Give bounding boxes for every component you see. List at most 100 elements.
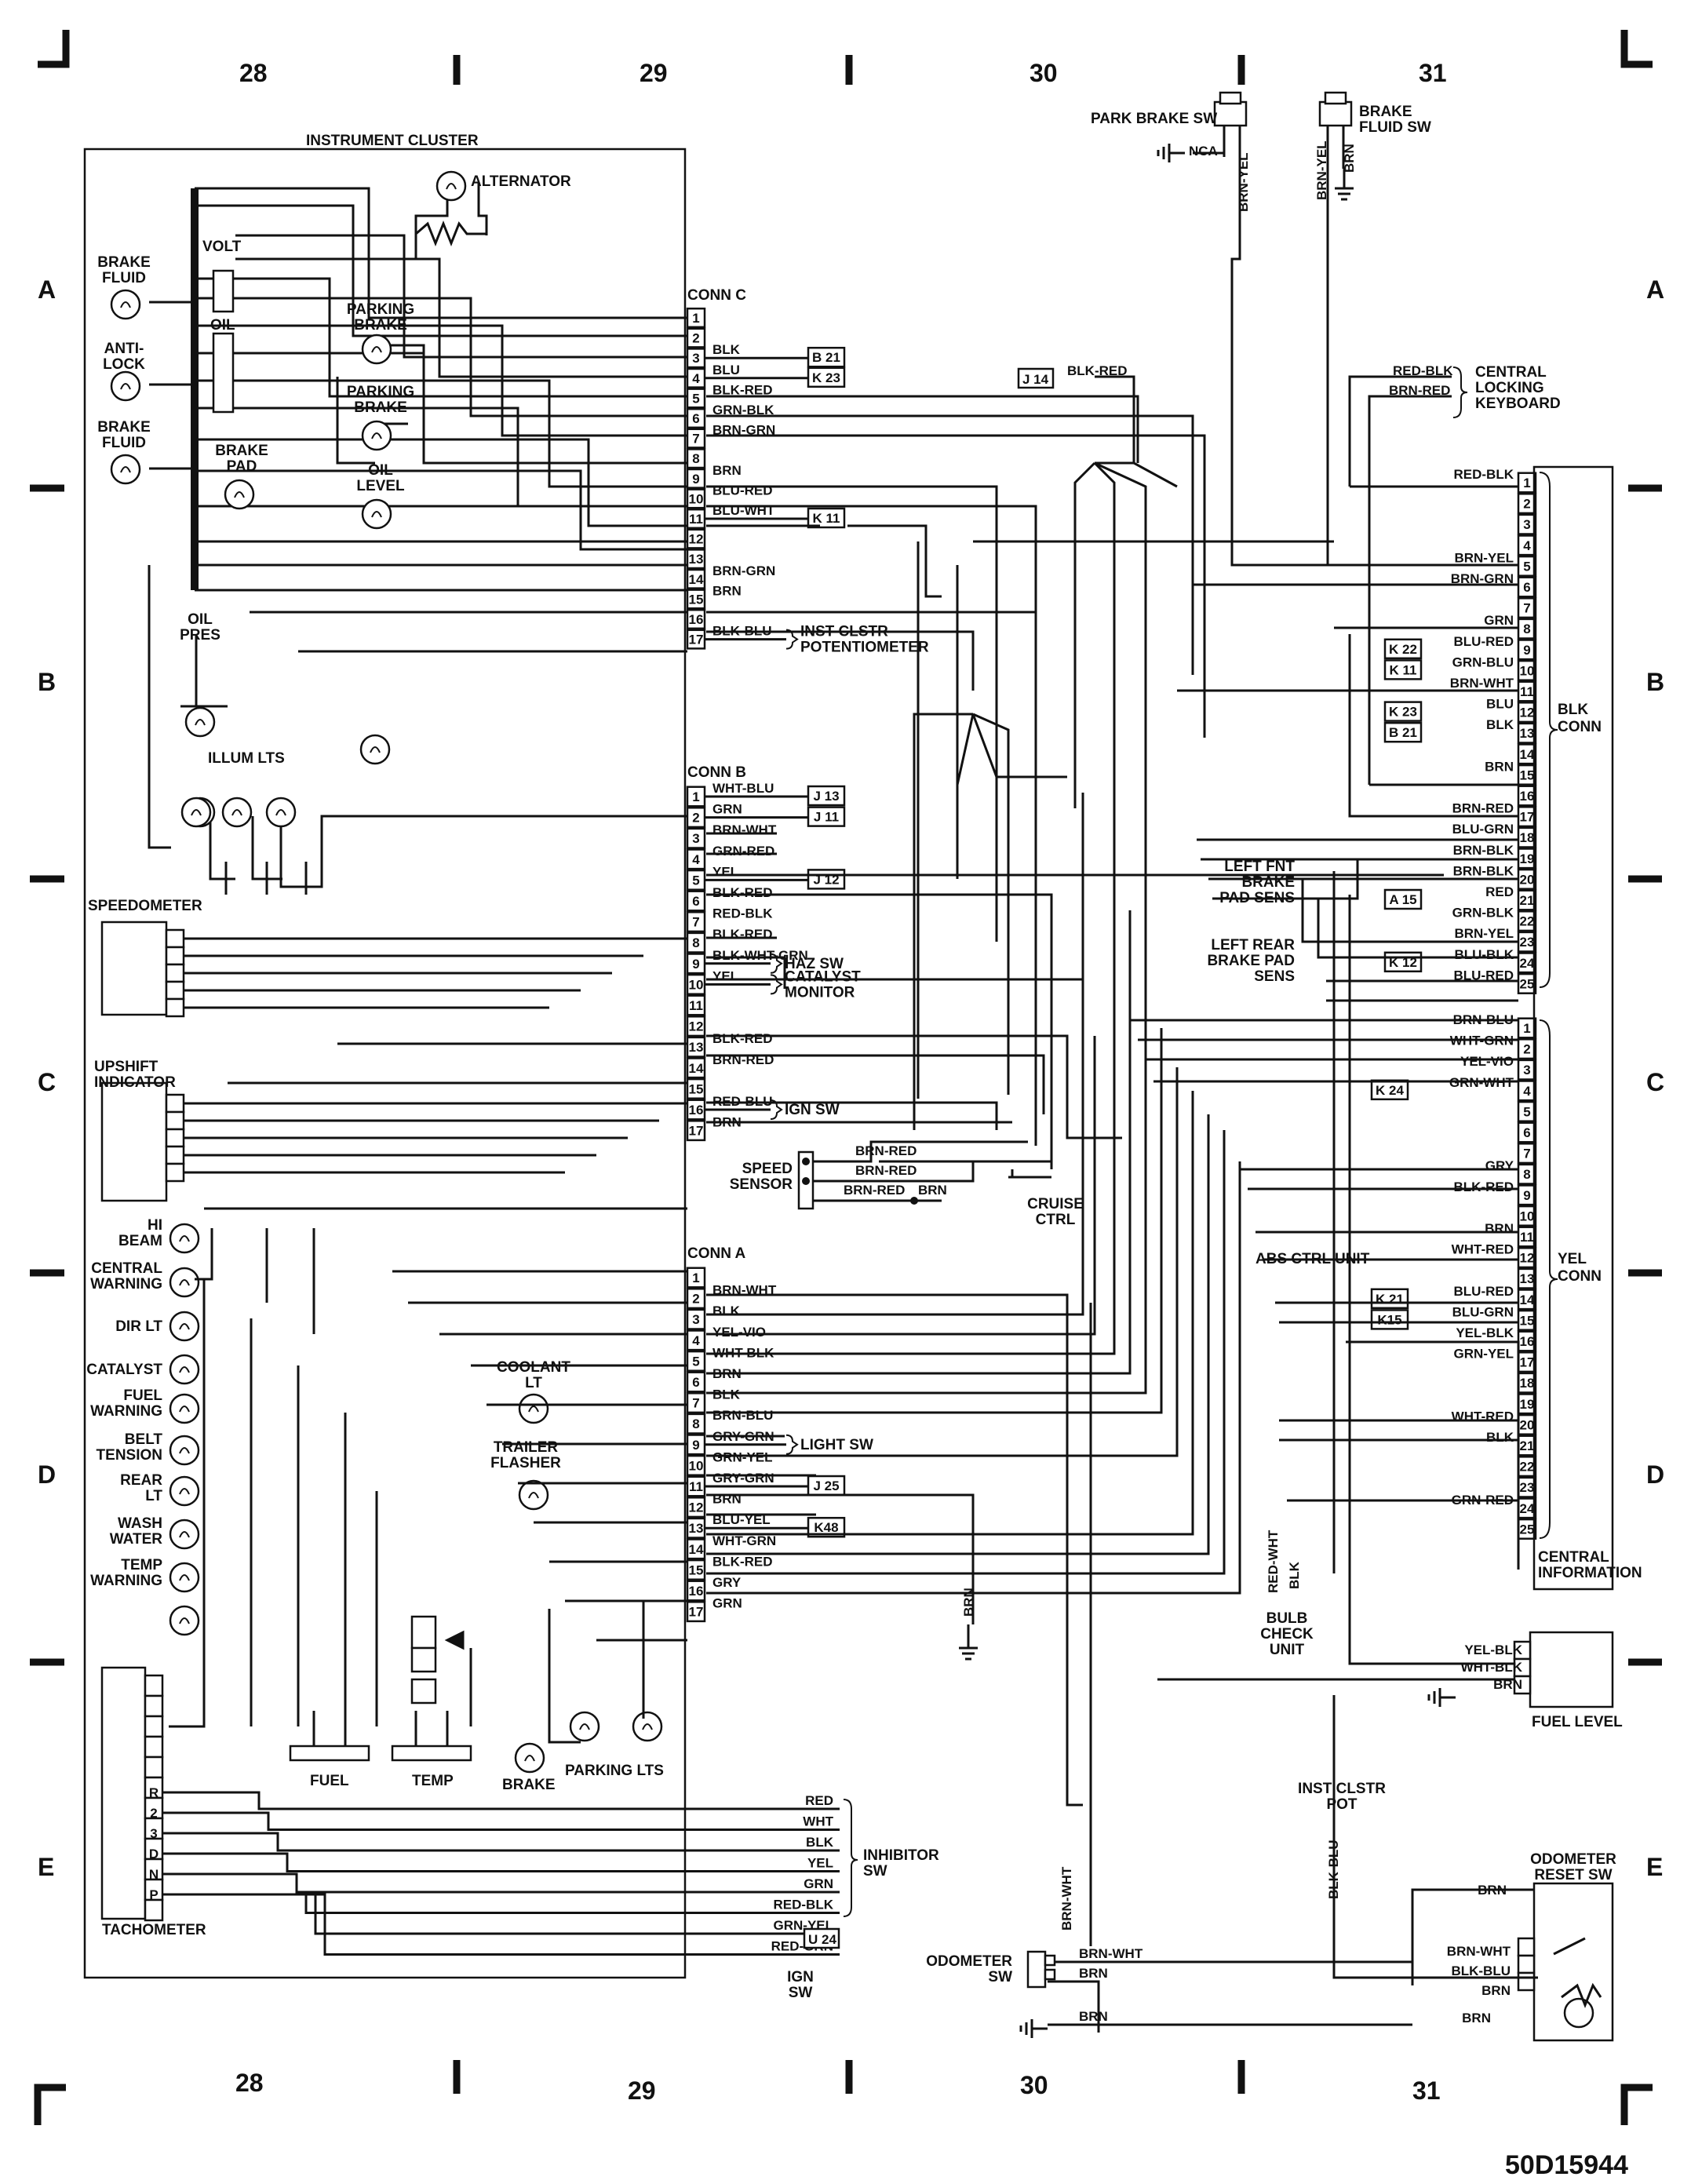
diagram-code: 50D15944 [1505,2150,1628,2180]
tachometer-pin-label: P [149,1887,158,1902]
conn-a-pin-box [686,1288,706,1310]
tachometer-wire [162,1852,840,1872]
yel-conn-tag: K15 [1377,1312,1401,1327]
lamp-bulb-icon [110,454,141,485]
yel-conn-wire-label: BLU-RED [1454,1284,1514,1299]
conn-a-pin-number: 10 [689,1458,704,1473]
blk-conn-pin-box [1517,910,1537,932]
brake-fluid-lamp-label: FLUID [102,270,146,286]
lamp-bulb-icon [514,1742,545,1774]
conn-a-pin-number: 4 [692,1333,700,1348]
conn-c-pin-number: 6 [692,411,699,426]
blk-conn-pin-number: 24 [1520,956,1535,971]
anti-lock-lamp-label: LOCK [103,356,145,373]
upshift-indicator-label: INDICATOR [94,1074,176,1091]
belt-tension-lamp-label: BELT [125,1431,163,1448]
conn-c-wire-label: GRN-BLK [712,403,774,417]
wire-label: BRN-WHT [1059,1866,1074,1931]
yel-conn-pin-box [1517,1121,1537,1143]
blk-conn-pin-number: 21 [1520,893,1535,908]
yel-conn-pin-box [1517,1143,1537,1165]
conn-a-pin-number: 17 [689,1605,704,1620]
yel-conn-pin-number: 2 [1523,1042,1530,1057]
parking-brake-lamp-label: PARKING [347,301,414,318]
lamp-bulb-icon [569,1711,600,1742]
conn-c-tag-box [807,366,846,388]
conn-b-pin-box [686,911,706,933]
blk-conn-wire-label: GRN-BLK [1452,906,1514,921]
tachometer-pin-label: N [149,1867,159,1882]
wire-label: BRN [1478,1883,1507,1898]
central-warning-lamp-label: WARNING [90,1276,162,1293]
right-wiring [1130,485,1520,1681]
conn-b-wire-label: BLK-RED [712,885,773,900]
wire-label: BRN [1079,1966,1108,1981]
upshift-indicator-label: UPSHIFT [94,1059,159,1075]
blk-conn-pin-number: 4 [1523,538,1531,553]
yel-conn-pin-box [1517,1309,1537,1331]
column-label: 28 [235,2069,264,2097]
yel-conn-pin-number: 1 [1523,1021,1530,1036]
tachometer-wire [162,1832,840,1852]
conn-c-pin-number: 8 [692,451,699,466]
j14-tag: J 14 [1022,372,1049,387]
blk-conn-tag-box [1383,721,1423,743]
conn-c-pin-box [686,428,706,449]
temp-gauge-label: TEMP [412,1773,454,1789]
odometer-reset-switch-label: ODOMETER [1530,1851,1616,1868]
anti-lock-lamp-label: ANTI- [104,341,144,357]
tachometer-wire-label: GRN [804,1876,833,1891]
row-label: B [38,668,56,696]
conn-b-title: CONN B [687,764,746,781]
cruise-control-label: CTRL [1036,1212,1076,1228]
tachometer-pin-label: D [149,1847,159,1861]
lamp-bulb-icon [169,1311,200,1342]
conn-b-wire-label: WHT-BLU [712,781,774,796]
conn-a-pin-number: 7 [692,1396,699,1411]
blk-conn-tag: K 22 [1389,642,1417,657]
tachometer-wire-label: RED-BLK [774,1898,834,1912]
conn-b-pin-number: 16 [689,1103,704,1118]
tachometer-wire [162,1872,840,1894]
blk-conn-title: CONN [1558,719,1602,735]
lamp-bulb-icon [169,1393,200,1424]
odometer-switch [1026,1950,1056,1989]
yel-conn-pin-box [1517,1205,1537,1227]
coolant-lamp-label: COOLANT [497,1359,570,1376]
yel-conn-pin-box [1517,1100,1537,1122]
conn-b-pin-number: 14 [689,1061,704,1076]
park-brake-switch-label: PARK BRAKE SW [1091,111,1217,127]
conn-c-title: CONN C [687,287,746,304]
central-locking-keyboard-label: LOCKING [1475,380,1544,396]
wire-label: BRN [918,1183,947,1198]
conn-c-pin-number: 16 [689,612,704,627]
lamp-filament-icon [179,1323,190,1330]
alternator-label: ALTERNATOR [471,173,571,190]
wire-label: BRN [1462,2011,1491,2025]
brake-fluid-lamp-label: FLUID [102,435,146,451]
yel-conn-pin-number: 23 [1520,1480,1535,1495]
lamp-filament-icon [179,1574,190,1581]
conn-a-pin-box [686,1350,706,1372]
lamp-filament-icon [642,1723,653,1730]
conn-c-pin-box [686,549,706,570]
instrument-cluster-title: INSTRUMENT CLUSTER [306,133,479,149]
yel-conn-wire-label: WHT-RED [1452,1409,1514,1424]
oil-level-lamp-label: OIL [368,462,393,479]
row-label: C [38,1068,56,1096]
fuel-warning-lamp-label: FUEL [123,1387,162,1404]
lamp-bulb-icon [265,797,297,828]
conn-b-pin-box [686,827,706,849]
left-rear-brake-pad-sensor-label: SENS [1254,968,1295,985]
lamp-bulb-icon [632,1711,663,1742]
blk-conn-pin-box [1517,659,1537,681]
conn-c-pin-number: 4 [692,371,700,386]
wire-label: BRN [1481,1983,1511,1998]
conn-a-tag: J 25 [813,1478,839,1493]
yel-conn-pin-box [1517,1226,1537,1248]
conn-b-pin-box [686,1120,706,1142]
conn-b-note-label: CATALYST [785,968,861,985]
row-label: A [38,275,56,304]
wire-label: BRN-WHT [1079,1946,1143,1961]
central-locking-keyboard-label: CENTRAL [1475,364,1547,381]
